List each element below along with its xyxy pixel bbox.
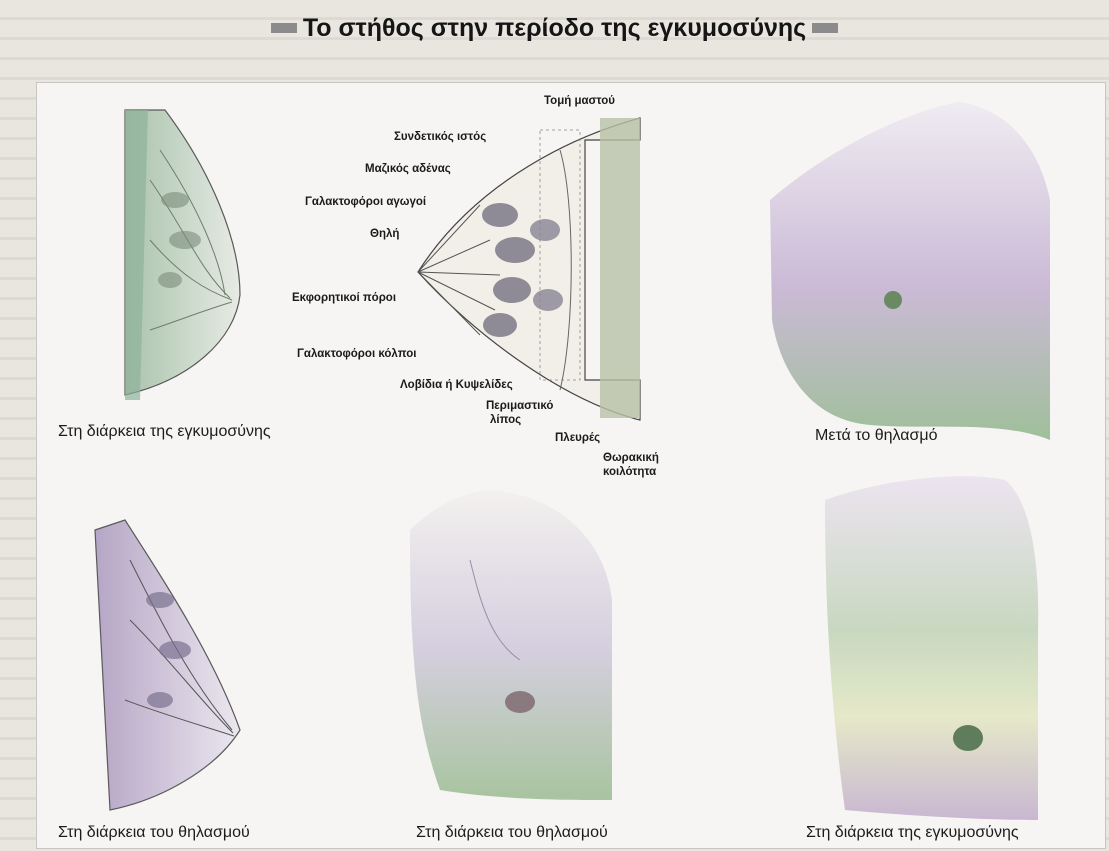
label-lovidia: Λοβίδια ή Κυψελίδες	[400, 379, 513, 391]
label-thili: Θηλή	[370, 228, 399, 240]
label-ekforitikoi-poroi: Εκφορητικοί πόροι	[292, 292, 396, 304]
label-galaktoforoi-agogoi: Γαλακτοφόροι αγωγοί	[305, 196, 426, 208]
label-plevres: Πλευρές	[555, 432, 600, 444]
side-profile-pregnancy	[125, 110, 240, 400]
caption-top-left: Στη διάρκεια της εγκυμοσύνης	[58, 423, 271, 441]
torso-after-breastfeeding	[770, 102, 1050, 440]
label-perimastiko-2: λίπος	[490, 414, 521, 426]
side-profile-breastfeeding	[95, 520, 240, 810]
caption-bottom-center: Στη διάρκεια του θηλασμού	[416, 824, 608, 842]
label-perimastiko-1: Περιμαστικό	[486, 400, 553, 412]
label-thorakiki-2: κοιλότητα	[603, 466, 656, 478]
torso-breastfeeding	[410, 490, 612, 800]
torso-pregnancy	[825, 476, 1038, 820]
caption-bottom-right: Στη διάρκεια της εγκυμοσύνης	[806, 824, 1019, 842]
caption-bottom-left: Στη διάρκεια του θηλασμού	[58, 824, 250, 842]
label-tomi-mastou: Τομή μαστού	[544, 95, 615, 107]
label-thorakiki-1: Θωρακική	[603, 452, 659, 464]
cross-section-diagram	[418, 118, 640, 420]
label-syndetikos-istos: Συνδετικός ιστός	[394, 131, 486, 143]
caption-top-right: Μετά το θηλασμό	[815, 427, 937, 445]
label-mazikos-adenas: Μαζικός αδένας	[365, 163, 451, 175]
label-galaktoforoi-kolpoi: Γαλακτοφόροι κόλποι	[297, 348, 417, 360]
